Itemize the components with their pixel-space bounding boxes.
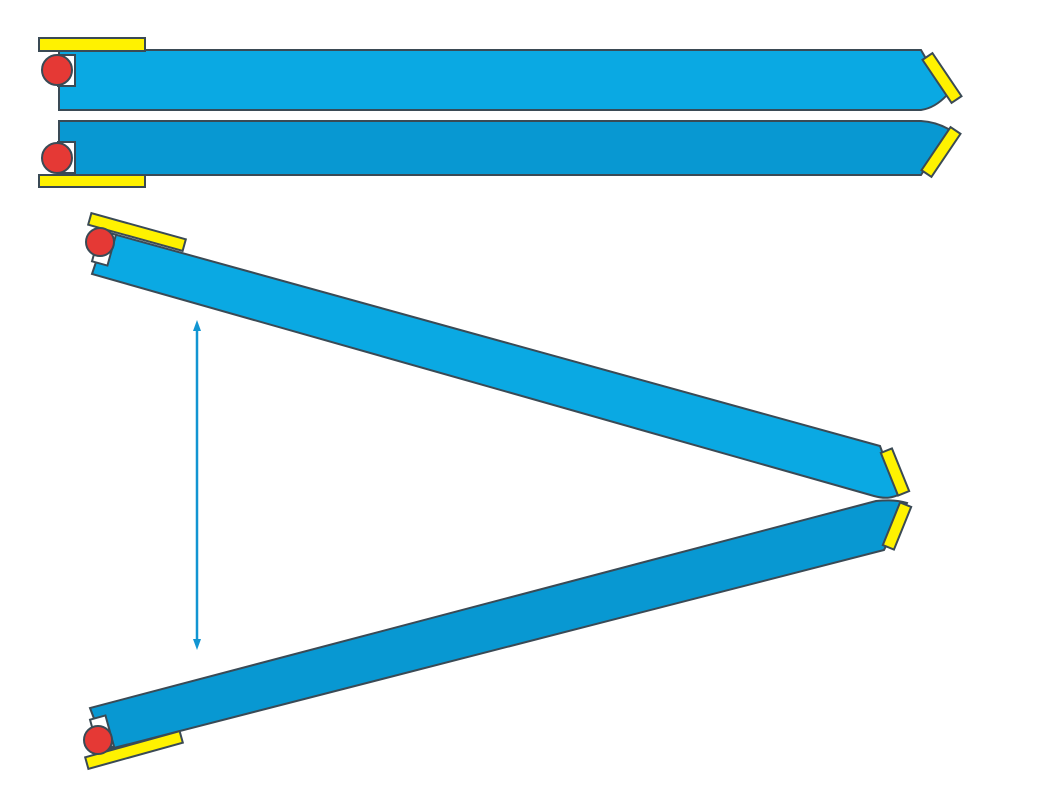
closed-upper-hinge-pin xyxy=(41,54,73,86)
open-lower-panel xyxy=(83,499,913,771)
open-lower-hinge-pin xyxy=(83,725,113,755)
open-upper-top-pad xyxy=(86,211,188,253)
closed-upper-tip-pad xyxy=(921,51,963,105)
opening-distance-arrow xyxy=(193,320,201,650)
closed-lower-tip-pad xyxy=(920,125,962,179)
arrow-head-up-icon xyxy=(193,320,201,331)
closed-upper-panel xyxy=(38,37,963,111)
closed-lower-panel-body xyxy=(58,120,952,176)
open-lower-tip-pad xyxy=(881,501,913,551)
closed-state-group xyxy=(38,37,963,188)
open-state-group xyxy=(83,211,913,771)
closed-lower-panel xyxy=(38,120,962,188)
open-upper-hinge-pin xyxy=(85,227,115,257)
arrow-head-down-icon xyxy=(193,639,201,650)
closed-upper-panel-body xyxy=(58,49,949,111)
closed-lower-bottom-pad xyxy=(38,174,146,188)
closed-upper-top-pad xyxy=(38,37,146,52)
open-lower-bottom-pad xyxy=(83,729,185,771)
open-upper-panel xyxy=(85,211,911,499)
open-lower-panel-body xyxy=(88,499,909,752)
open-upper-tip-pad xyxy=(879,447,911,497)
open-upper-panel-body xyxy=(90,230,900,499)
closed-lower-hinge-pin xyxy=(41,142,73,174)
